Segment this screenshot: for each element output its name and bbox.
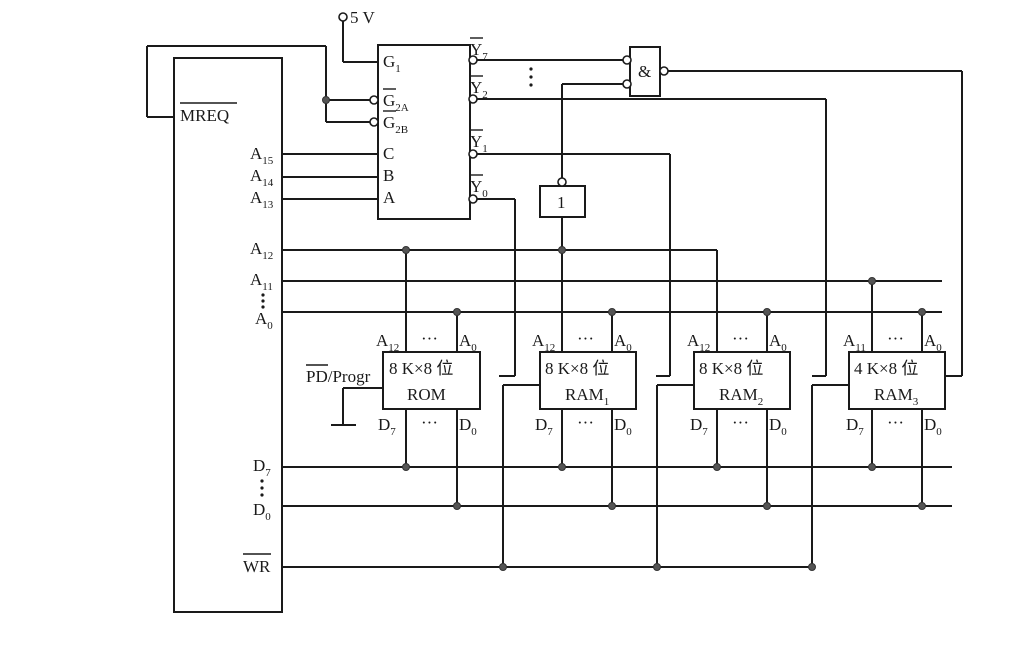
ram3-data-hi: D7 [846, 415, 864, 438]
rom-pd-progr-label: PD/Progr [306, 367, 371, 386]
decoder-input-a: A [383, 188, 396, 207]
ram2-data-ellipsis: ··· [732, 413, 749, 432]
ram3-data-lo: D0 [924, 415, 942, 438]
decoder-vertical-dots [529, 67, 533, 87]
address-vertical-dots [261, 293, 265, 309]
ram3-addr-ellipsis: ··· [887, 329, 904, 348]
rom-data-hi: D7 [378, 415, 396, 438]
junction-dots [322, 96, 926, 571]
ram1-addr-ellipsis: ··· [577, 329, 594, 348]
decoder-block [377, 44, 471, 220]
ram2-data-hi: D7 [690, 415, 708, 438]
ram1-capacity: 8 K×8 位 [545, 359, 609, 378]
ram2-addr-hi: A12 [687, 331, 710, 354]
decoder-input-g2b: G2B [383, 113, 408, 136]
ram3-addr-lo: A0 [924, 331, 942, 354]
ram3-data-ellipsis: ··· [887, 413, 904, 432]
decoder-output-y2: Y2 [470, 78, 488, 101]
rom-addr-hi: A12 [376, 331, 399, 354]
ram1-data-lo: D0 [614, 415, 632, 438]
ram2-chip [693, 351, 791, 410]
rom-name: ROM [407, 385, 446, 404]
ram3-capacity: 4 K×8 位 [854, 359, 918, 378]
ram3-addr-hi: A11 [843, 331, 866, 354]
pin-a12: A12 [250, 239, 273, 262]
pin-a14: A14 [250, 166, 274, 189]
rom-data-lo: D0 [459, 415, 477, 438]
rom-addr-ellipsis: ··· [421, 329, 438, 348]
ram1-data-hi: D7 [535, 415, 553, 438]
decoder-output-y1: Y1 [470, 132, 488, 155]
pin-d7: D7 [253, 456, 271, 479]
pin-d0: D0 [253, 500, 271, 523]
pin-a15: A15 [250, 144, 274, 167]
decoder-input-b: B [383, 166, 394, 185]
ram1-addr-lo: A0 [614, 331, 632, 354]
inverter-symbol: 1 [557, 193, 566, 212]
ram1-chip [539, 351, 637, 410]
ram2-data-lo: D0 [769, 415, 787, 438]
rom-addr-lo: A0 [459, 331, 477, 354]
wr-label: WR [243, 557, 271, 576]
and-gate [629, 46, 661, 97]
decoder-input-g1: G1 [383, 52, 401, 75]
ram2-name: RAM2 [719, 385, 763, 408]
decoder-input-c: C [383, 144, 394, 163]
inversion-bubbles [338, 12, 669, 204]
decoder-input-g2a: G2A [383, 91, 409, 114]
decoder-output-y7: Y7 [470, 40, 488, 63]
ram3-chip [848, 351, 946, 410]
data-vertical-dots [260, 479, 264, 497]
pin-a13: A13 [250, 188, 274, 211]
supply-label: 5 V [350, 8, 375, 27]
and-gate-symbol: & [638, 62, 651, 81]
ram3-name: RAM3 [874, 385, 919, 408]
ram2-addr-lo: A0 [769, 331, 787, 354]
ram1-data-ellipsis: ··· [577, 413, 594, 432]
ram1-name: RAM1 [565, 385, 609, 408]
mreq-label: MREQ [180, 106, 229, 125]
ram2-addr-ellipsis: ··· [732, 329, 749, 348]
ram2-capacity: 8 K×8 位 [699, 359, 763, 378]
rom-chip [382, 351, 481, 410]
pin-a0: A0 [255, 309, 273, 332]
ram1-addr-hi: A12 [532, 331, 555, 354]
pin-a11: A11 [250, 270, 273, 293]
wires [146, 21, 963, 568]
rom-data-ellipsis: ··· [421, 413, 438, 432]
decoder-output-y0: Y0 [470, 177, 488, 200]
rom-capacity: 8 K×8 位 [389, 359, 453, 378]
cpu-block [173, 57, 283, 613]
